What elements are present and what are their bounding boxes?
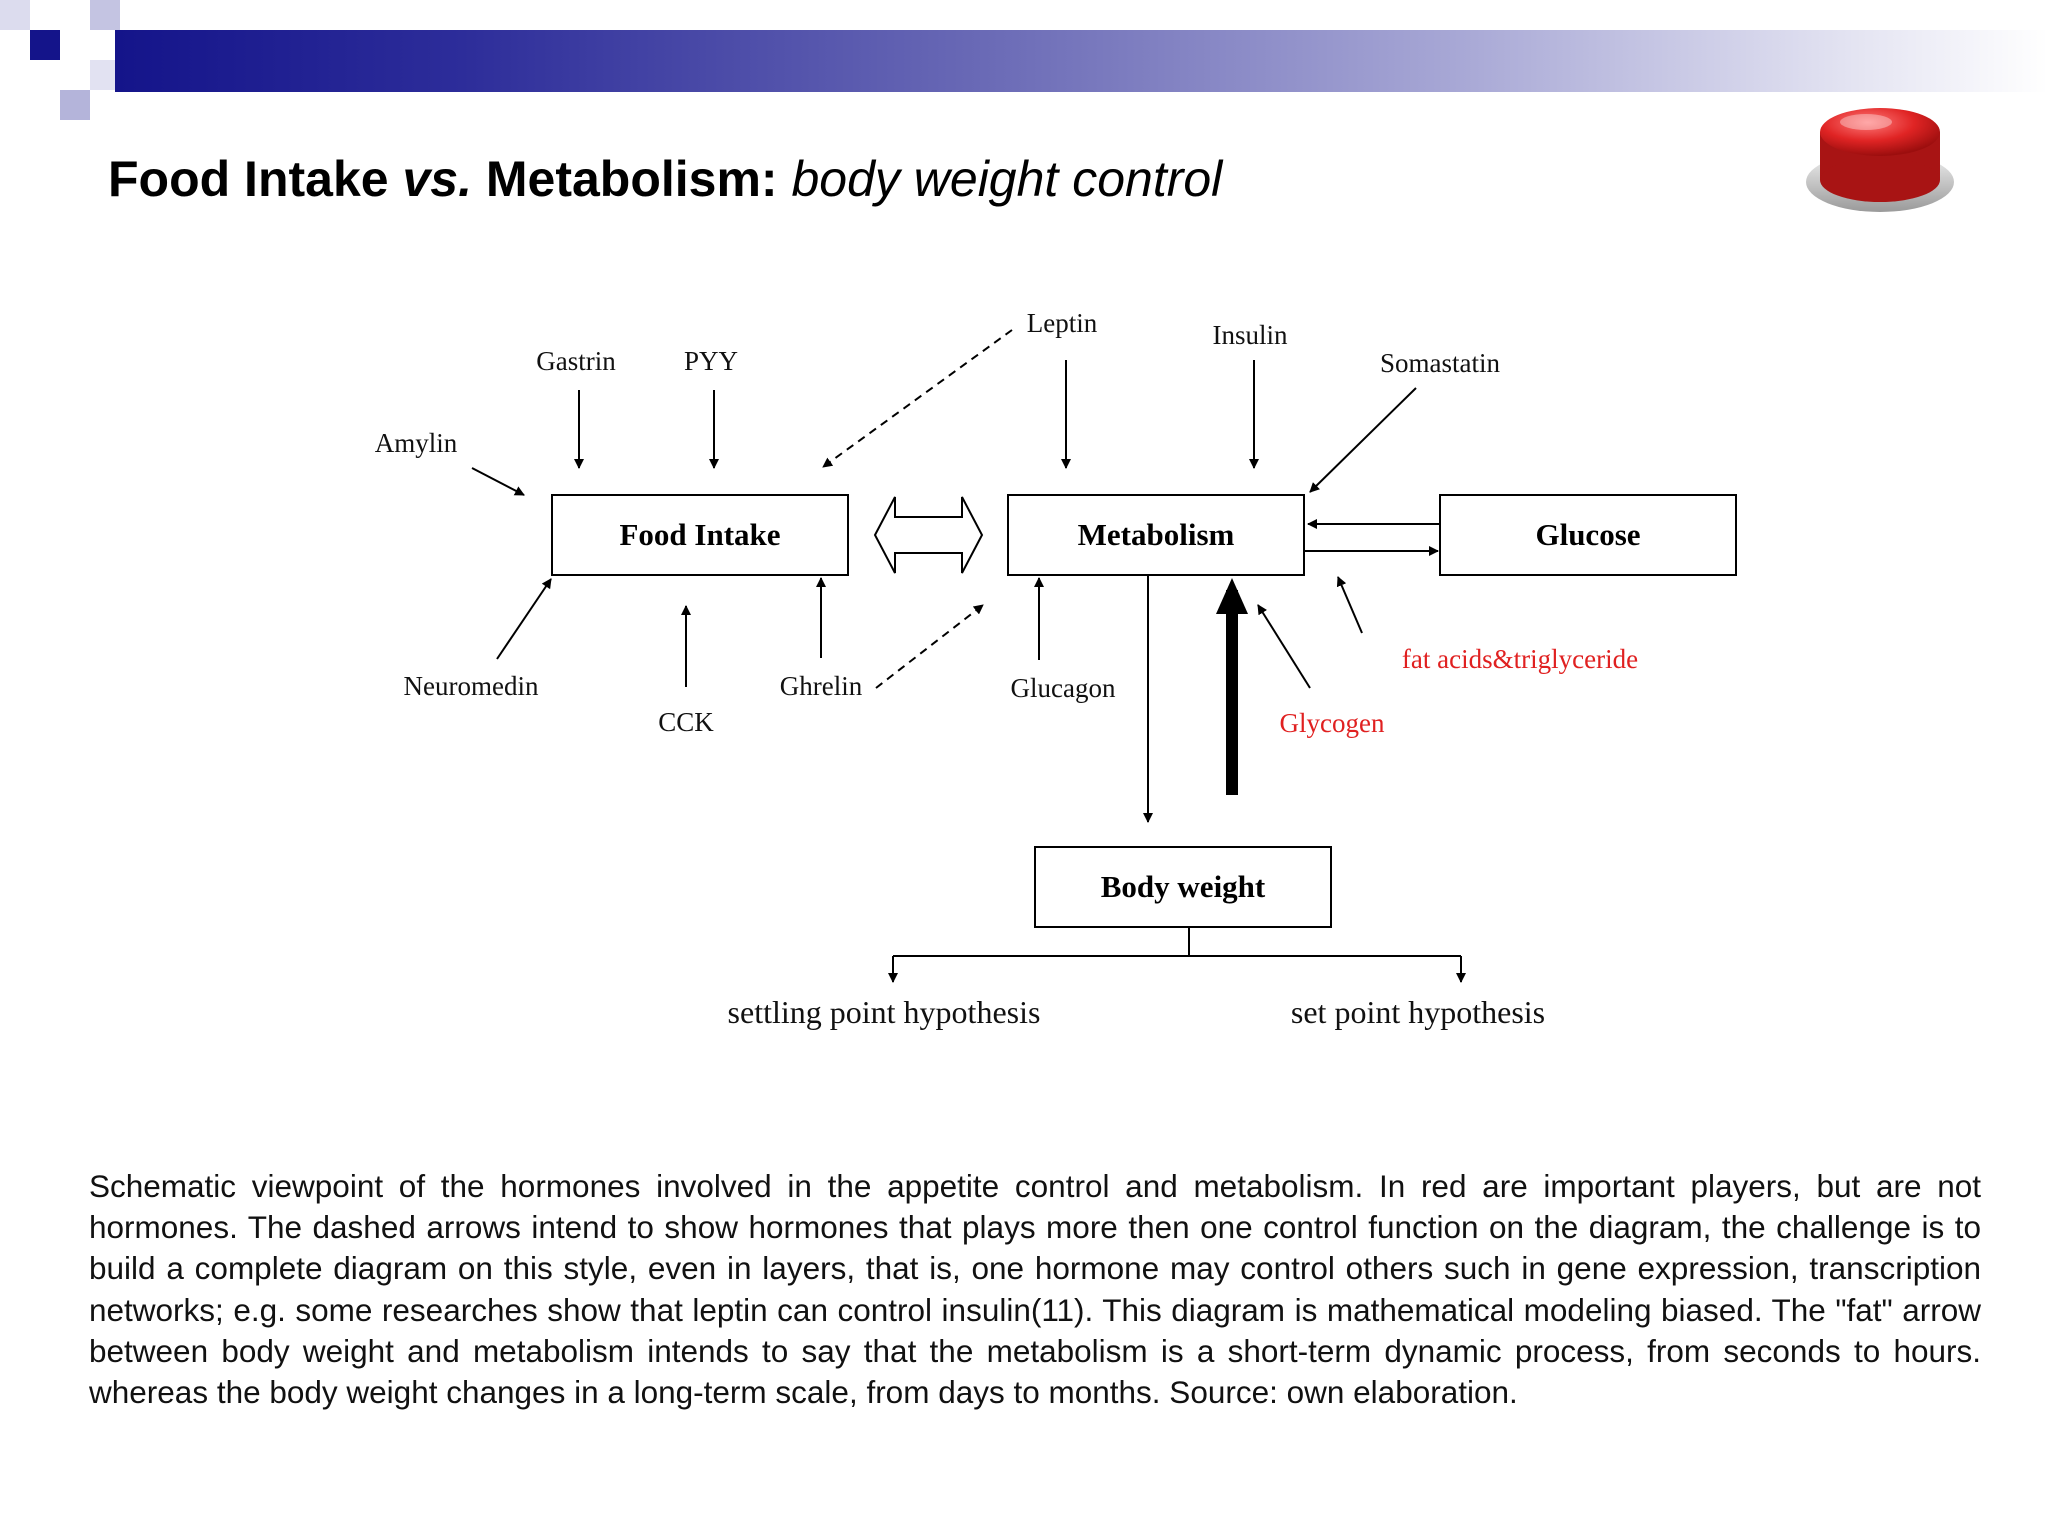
- double-arrow-icon: [873, 496, 984, 574]
- set-point-label: set point hypothesis: [1291, 994, 1545, 1030]
- leptin-label: Leptin: [1027, 308, 1098, 338]
- title-part-2: vs.: [402, 151, 472, 207]
- banner-square-light-1: [0, 0, 30, 30]
- arrow-glycogen: [1257, 604, 1311, 689]
- banner-square-navy: [30, 30, 60, 60]
- arrow-neuromedin: [496, 578, 552, 660]
- title-part-1: Food Intake: [108, 151, 403, 207]
- title-part-3: Metabolism:: [471, 151, 778, 207]
- banner-square-light-3: [60, 90, 90, 120]
- arrow-ghrelin-dashed: [875, 604, 984, 689]
- metabolism-label: Metabolism: [1078, 517, 1235, 552]
- fat-arrow-head-icon: [1216, 578, 1248, 614]
- body-weight-label: Body weight: [1101, 869, 1266, 904]
- page-title: Food Intake vs. Metabolism: body weight …: [108, 150, 1222, 208]
- metabolism-box: Metabolism: [1007, 494, 1305, 576]
- glucagon-label: Glucagon: [1011, 673, 1116, 703]
- settling-point-label: settling point hypothesis: [728, 994, 1041, 1030]
- cck-label: CCK: [658, 707, 714, 737]
- glucose-box: Glucose: [1439, 494, 1737, 576]
- banner-square-light-2: [90, 0, 120, 30]
- arrow-leptin-dashed: [822, 329, 1013, 468]
- food-intake-box: Food Intake: [551, 494, 849, 576]
- fat-acids-label: fat acids&triglyceride: [1402, 644, 1638, 674]
- gastrin-label: Gastrin: [536, 346, 616, 376]
- somastatin-label: Somastatin: [1380, 348, 1500, 378]
- banner-gradient-bar: [115, 30, 2048, 92]
- red-push-button-icon[interactable]: [1800, 90, 1960, 220]
- header-banner: [0, 0, 2048, 124]
- insulin-label: Insulin: [1212, 320, 1288, 350]
- neuromedin-label: Neuromedin: [404, 671, 539, 701]
- pyy-label: PYY: [684, 346, 738, 376]
- body-weight-box: Body weight: [1034, 846, 1332, 928]
- title-part-4: body weight control: [777, 151, 1223, 207]
- amylin-label: Amylin: [375, 428, 458, 458]
- figure-caption: Schematic viewpoint of the hormones invo…: [89, 1168, 1981, 1411]
- ghrelin-label: Ghrelin: [780, 671, 863, 701]
- glucose-label: Glucose: [1535, 517, 1640, 552]
- food-intake-label: Food Intake: [619, 517, 780, 552]
- glycogen-label: Glycogen: [1280, 708, 1385, 738]
- arrow-somastatin: [1309, 387, 1417, 493]
- arrow-fat-acids: [1336, 576, 1363, 634]
- arrow-amylin: [471, 467, 525, 496]
